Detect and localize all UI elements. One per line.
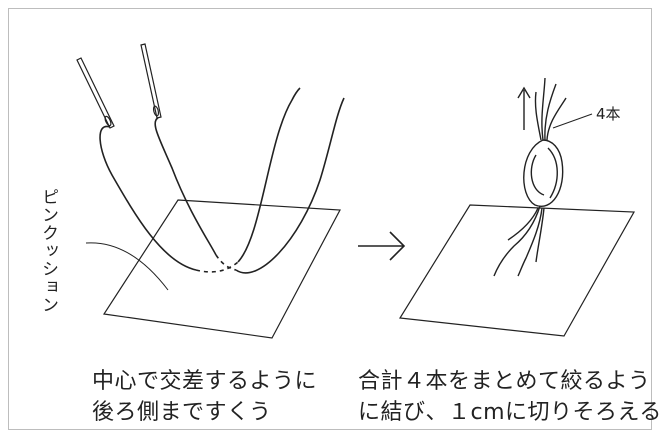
left-caption-line-2: 後ろ側まですくう <box>92 400 272 425</box>
figure-frame <box>8 8 652 430</box>
pincushion-label: ピンクッション <box>38 188 58 314</box>
needle-icon-right <box>140 43 162 119</box>
thread-two-hidden <box>215 254 237 271</box>
pincushion-leader-line <box>85 242 169 291</box>
pincushion-square-right <box>398 204 636 337</box>
thread-one-hidden <box>195 261 239 273</box>
thread-count-label: 4本 <box>596 105 621 123</box>
count-leader-line <box>552 113 593 129</box>
thread-two <box>154 97 345 274</box>
next-step-arrow-icon <box>358 231 406 261</box>
pincushion-square-left <box>102 199 341 339</box>
right-caption: 合計４本をまとめて絞るよう に結び、１cmに切りそろえる <box>358 366 662 428</box>
left-caption: 中心で交差するように 後ろ側まですくう <box>92 366 317 428</box>
right-caption-line-2: に結び、１cmに切りそろえる <box>358 400 662 425</box>
needle-icon-left <box>76 57 115 129</box>
right-caption-line-1: 合計４本をまとめて絞るよう <box>358 369 651 394</box>
thread-one <box>99 87 301 271</box>
pull-up-arrow-icon <box>517 86 531 130</box>
tied-threads <box>493 77 567 277</box>
left-caption-line-1: 中心で交差するように <box>92 369 318 394</box>
